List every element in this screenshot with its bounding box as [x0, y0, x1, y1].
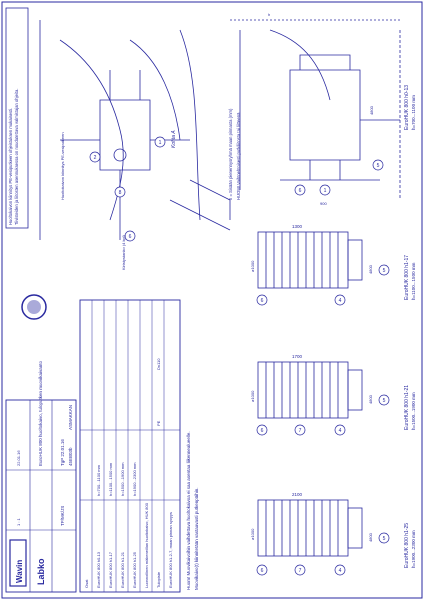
section-0-top: h — [268, 12, 270, 17]
section-3-title: EuroHUK 800 h1-25 — [404, 523, 410, 568]
svg-text:6: 6 — [299, 188, 302, 194]
part-1: Luonnollinen mäkeneillan huoltokaivo, HU… — [144, 502, 149, 588]
chamber-1 — [257, 231, 363, 289]
chamber-2 — [257, 361, 363, 419]
section-3-range: h=1900...2300 mm — [411, 530, 416, 568]
chamber-callouts: 6 4 6 7 4 6 7 4 5 5 5 — [256, 264, 390, 576]
top-note-2: HUOM! Vaihtoehtoisesti putkiliitosta tai… — [236, 112, 241, 200]
range-row-1: h=700...1100 mm — [96, 464, 101, 496]
detail-a-callouts: 1 2 8 6 — [89, 136, 166, 242]
section-2-range: h=1500...1900 mm — [411, 392, 416, 430]
section-3-height: 4800 — [368, 532, 373, 542]
detail-note: Huoltokaivon kiinnitys PE-vesiputkeen — [60, 132, 65, 200]
svg-text:5: 5 — [383, 536, 386, 542]
company-name: Wavin — [15, 560, 24, 583]
svg-text:2: 2 — [94, 155, 97, 161]
section-0-range: h=700...1100 mm — [411, 95, 416, 130]
svg-text:1: 1 — [159, 140, 162, 146]
svg-text:1: 1 — [324, 188, 327, 194]
section-0-title: EuroHUK 800 h0-13 — [404, 85, 410, 130]
section-0-height: 4800 — [369, 105, 374, 115]
section-1-title: EuroHUK 800 h1-17 — [404, 255, 410, 300]
title-label-pvm: TgP 22.01.16 — [60, 439, 65, 466]
left-note-1: Huoltokaivon kiinnitys PE-vesiputkeen oh… — [8, 108, 13, 225]
title-label-ta: TP/MK/JS — [60, 506, 65, 526]
section-1-width: 1300 — [292, 224, 303, 229]
section-1-diam: ø1000 — [250, 260, 255, 272]
section-0-width: 900 — [320, 201, 327, 206]
title-label-id: 45EB03b — [68, 447, 73, 466]
parts-list: Osat EuroHUK 800 h0-13 EuroHUK 800 h1-17… — [79, 299, 181, 593]
left-note-2: Tiivisteiden ja liitosten asennuksessa o… — [14, 89, 19, 225]
svg-text:4: 4 — [339, 298, 342, 304]
parts-header: Osat — [84, 579, 89, 588]
svg-text:7: 7 — [299, 568, 302, 574]
svg-text:5: 5 — [377, 163, 380, 169]
part-3: EuroHUK 800 h1-2-7, maan pinnan syvyys — [168, 512, 173, 588]
part-row-1: EuroHUK 800 h0-13 — [96, 551, 101, 588]
svg-text:5: 5 — [383, 268, 386, 274]
part-2: Tulopiste — [156, 571, 161, 588]
title-block: Wavin Labko TP/MK/JS TgP 22.01.16 45EB03… — [5, 360, 77, 593]
note-line-2: Muovikaivo(t) kiinnitetään vastaavasti p… — [194, 487, 199, 590]
svg-text:6: 6 — [261, 568, 264, 574]
installation-callouts: 6 1 5 — [294, 159, 384, 196]
section-2-title: EuroHUK 800 h1-21 — [404, 385, 410, 430]
section-3-width: 2100 — [292, 492, 303, 497]
svg-text:4: 4 — [339, 428, 342, 434]
pe-mark: Dn110 — [156, 358, 161, 370]
range-row-2: h=1100...1500 mm — [108, 462, 113, 496]
title-rev: ASMAKKAN — [68, 405, 73, 430]
pe-label: PE — [156, 420, 161, 426]
top-note: h = Sisään pienennysryhmä maan pinnasta … — [228, 108, 233, 200]
svg-text:5: 5 — [383, 398, 386, 404]
company-seal-icon — [21, 294, 47, 320]
left-notes-panel: Huoltokaivon kiinnitys PE-vesiputkeen oh… — [5, 7, 29, 229]
range-row-4: h=1900...2300 mm — [132, 462, 137, 496]
svg-text:4: 4 — [339, 568, 342, 574]
wavin-logo — [9, 539, 27, 587]
part-row-2: EuroHUK 800 h1-17 — [108, 551, 113, 588]
part-row-4: EuroHUK 800 h1-25 — [132, 551, 137, 588]
section-2-width: 1700 — [292, 354, 303, 359]
section-2-diam: ø1000 — [250, 390, 255, 402]
note-line-1: Huom! Muovikaivoihin vaihdettava huoltok… — [186, 431, 191, 590]
part-row-3: EuroHUK 800 h1-21 — [120, 551, 125, 588]
section-3-diam: ø1000 — [250, 528, 255, 540]
range-row-3: h=1500...1900 mm — [120, 462, 125, 496]
fastener-label: Kiristystanko (4 kpl) — [121, 234, 126, 270]
svg-text:7: 7 — [299, 428, 302, 434]
detail-a-label: Kohta A — [171, 130, 177, 148]
svg-text:6: 6 — [261, 428, 264, 434]
svg-text:8: 8 — [119, 190, 122, 196]
title-scale: 1 : 1 — [16, 517, 21, 526]
brand-name: Labko — [36, 558, 46, 585]
section-1-height: 4800 — [368, 264, 373, 274]
detail-a — [39, 20, 231, 240]
section-2-height: 4800 — [368, 394, 373, 404]
svg-text:6: 6 — [129, 234, 132, 240]
installation-section — [230, 19, 401, 200]
svg-text:6: 6 — [261, 298, 264, 304]
title-date: 22.01.16 — [16, 450, 21, 466]
title-main: EuroHUK 800 huoltokaivo, tuloputken muov… — [38, 360, 43, 466]
section-1-range: h=1100...1500 mm — [411, 262, 416, 300]
chamber-3 — [257, 499, 363, 557]
notes-block: Huom! Muovikaivoihin vaihdettava huoltok… — [186, 431, 199, 590]
